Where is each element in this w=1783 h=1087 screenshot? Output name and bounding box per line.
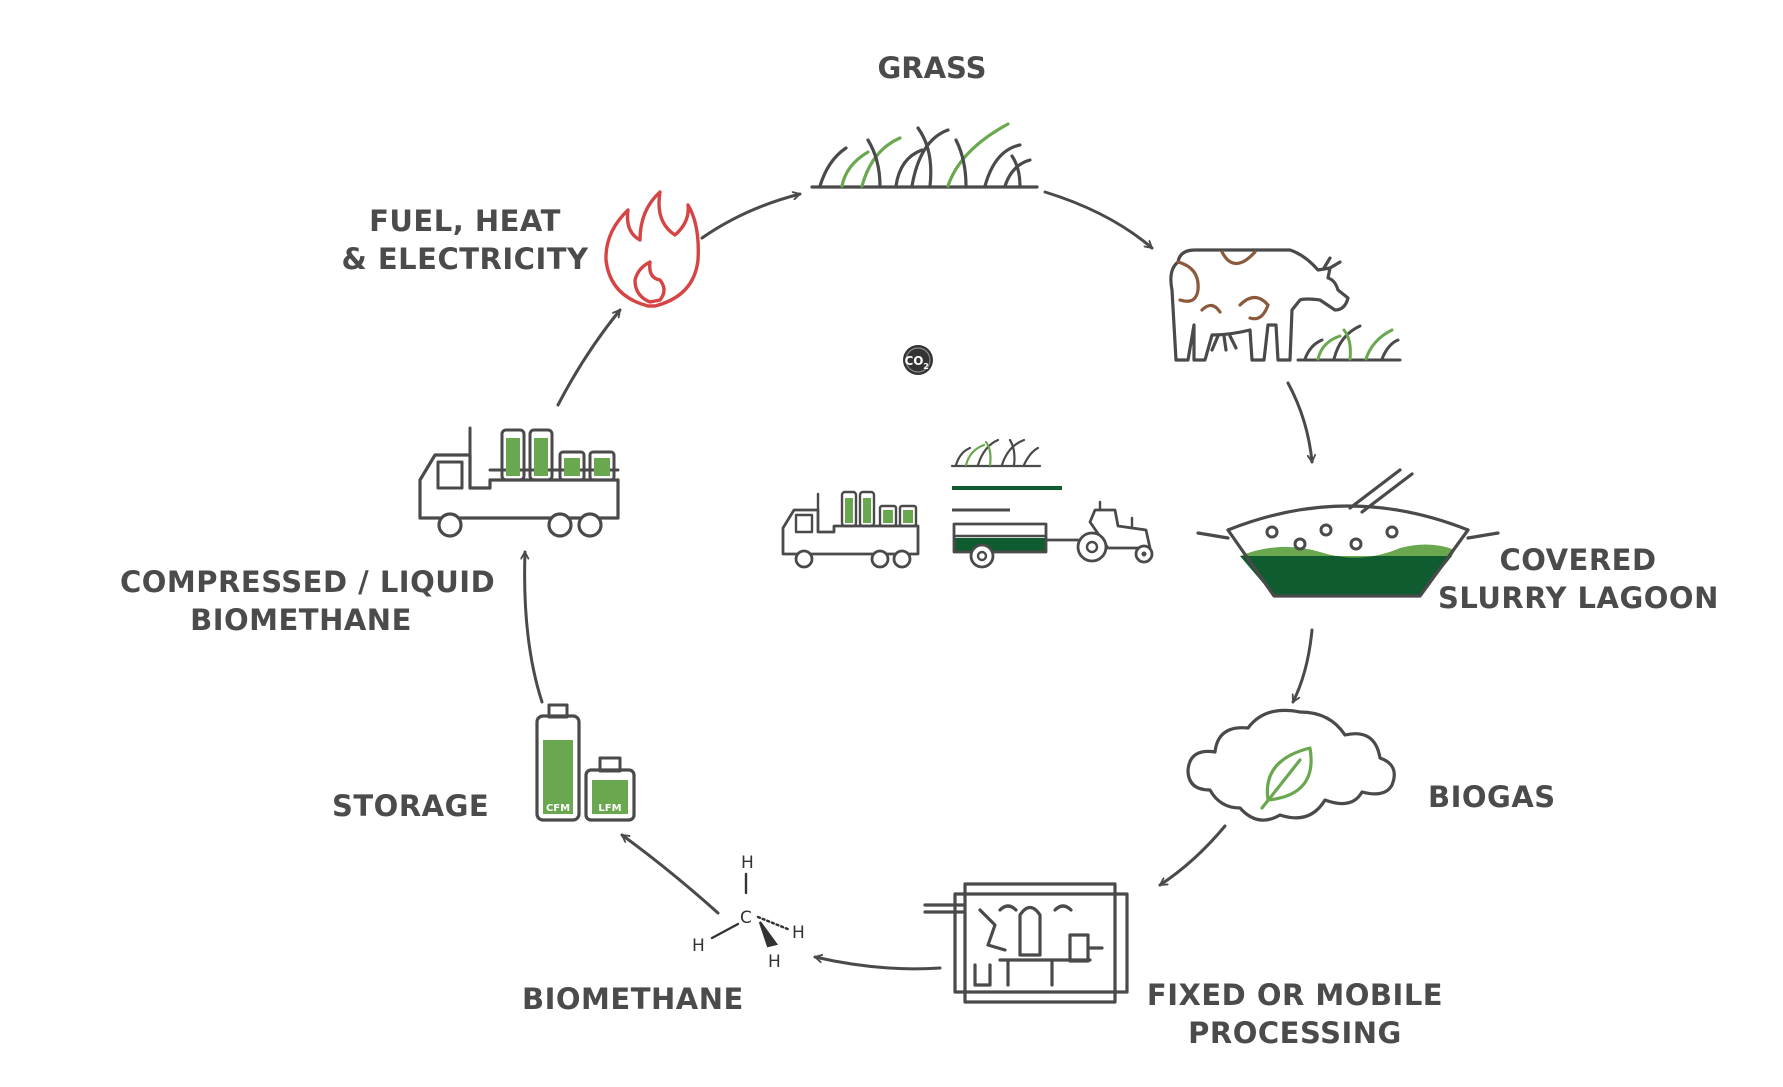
cow-icon [1169, 248, 1350, 362]
grass-icon [810, 122, 1039, 189]
atom-hydrogen-right: H [792, 923, 805, 943]
slurry-lagoon-icon [1196, 468, 1500, 598]
center-grass-icon [950, 438, 1042, 468]
arrow-processing-to-biomethane [813, 957, 942, 971]
arrow-grass-to-cow [1043, 190, 1154, 250]
arrow-cow-to-lagoon [1286, 381, 1312, 464]
co2-badge-text: CO [904, 354, 923, 368]
arrow-lagoon-to-biogas [1291, 628, 1314, 704]
lagoon-label-line2: SLURRY LAGOON [1438, 581, 1719, 615]
arrow-biogas-to-processing [1158, 824, 1227, 887]
atom-carbon: C [740, 908, 752, 928]
center-small-truck-icon [781, 490, 920, 569]
atom-hydrogen-top: H [741, 853, 754, 873]
processing-unit-icon [923, 882, 1129, 1004]
tractor-trailer-icon [952, 500, 1154, 569]
biogas-cloud-icon [1186, 708, 1396, 822]
lagoon-label-line1: COVERED [1499, 543, 1657, 577]
biogas-label: BIOGAS [1428, 780, 1556, 814]
compressed-liquid-biomethane-label: COMPRESSED / LIQUID BIOMETHANE [120, 563, 496, 639]
tanker-truck-icon [418, 426, 620, 538]
fixed-or-mobile-processing-label: FIXED OR MOBILE PROCESSING [1140, 976, 1450, 1052]
atom-hydrogen-bottom: H [768, 952, 781, 972]
flame-icon [604, 190, 700, 308]
cfm-tank-label: CFM [546, 803, 570, 814]
arrow-fire-to-grass [700, 194, 802, 240]
leaf-icon [1260, 746, 1313, 810]
storage-tanks-icon [535, 703, 636, 822]
co2-badge-subscript: 2 [923, 362, 929, 371]
methane-molecule-icon [710, 872, 792, 948]
cow-spots [1176, 250, 1270, 321]
storage-label: STORAGE [332, 789, 490, 823]
cycle-arrows [525, 190, 1314, 971]
fuel-heat-label-line2: & ELECTRICITY [341, 242, 589, 276]
arrow-biomethane-to-storage [620, 833, 720, 915]
center-lines [952, 486, 1062, 512]
arrow-truck-to-fire [556, 308, 622, 407]
fuel-heat-label-line1: FUEL, HEAT [369, 204, 561, 238]
processing-label-line2: PROCESSING [1188, 1016, 1402, 1050]
cow-grass-icon [1296, 324, 1402, 362]
compressed-label-line2: BIOMETHANE [190, 603, 412, 637]
lfm-tank-label: LFM [598, 803, 621, 814]
covered-slurry-lagoon-label: COVERED SLURRY LAGOON [1438, 541, 1718, 617]
biomethane-label: BIOMETHANE [522, 982, 744, 1016]
fuel-heat-electricity-label: FUEL, HEAT & ELECTRICITY [340, 202, 590, 278]
co2-badge-icon [903, 345, 933, 375]
arrow-storage-to-truck [525, 550, 544, 704]
grass-label: GRASS [877, 51, 986, 85]
processing-label-line1: FIXED OR MOBILE [1146, 978, 1444, 1012]
methane-atoms: C H H H H [692, 853, 805, 972]
atom-hydrogen-left: H [692, 936, 705, 956]
compressed-label-line1: COMPRESSED / LIQUID [120, 565, 496, 599]
